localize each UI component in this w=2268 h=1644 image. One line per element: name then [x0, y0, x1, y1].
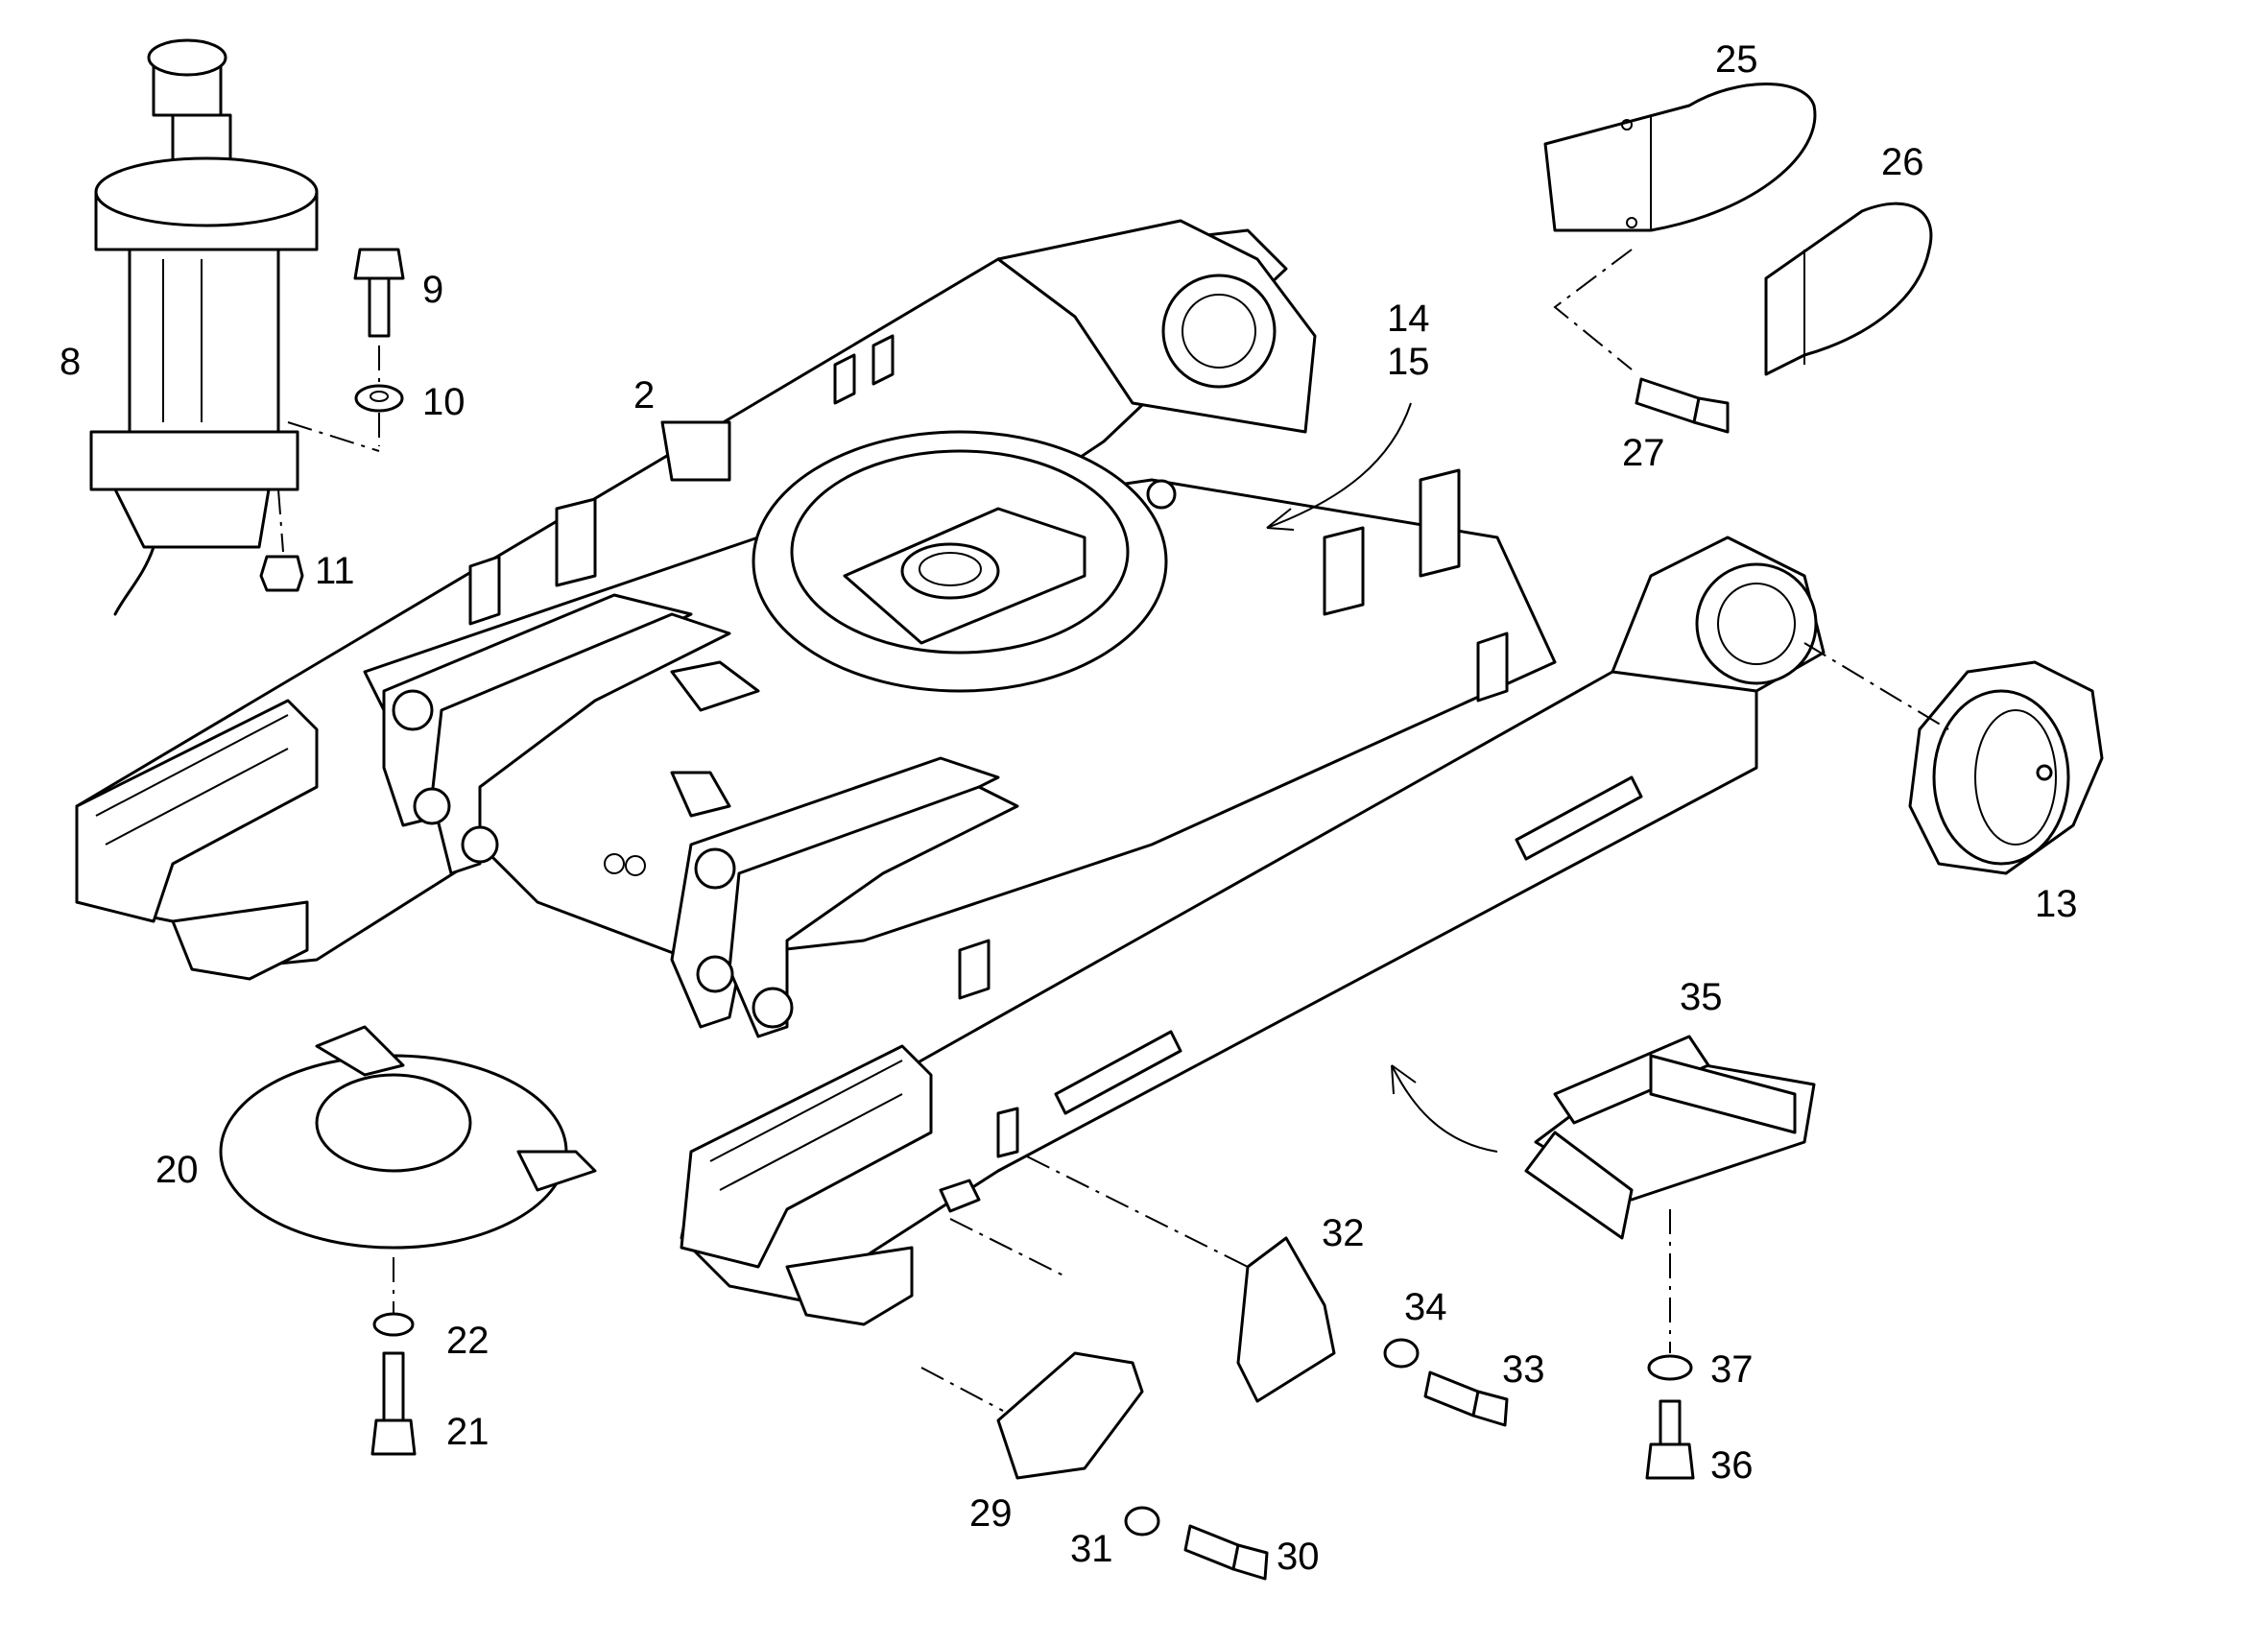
label-part-35: 35	[1680, 976, 1723, 1018]
label-part-22: 22	[446, 1320, 489, 1362]
washer-part-37	[1647, 1354, 1693, 1381]
label-part-34: 34	[1404, 1286, 1447, 1328]
cover-part-26	[1764, 202, 1933, 376]
label-part-8: 8	[60, 341, 81, 383]
label-part-37: 37	[1710, 1348, 1754, 1391]
bolt-part-21	[370, 1351, 417, 1456]
plate-part-32	[1236, 1236, 1336, 1403]
label-part-29: 29	[969, 1492, 1013, 1535]
label-part-26: 26	[1881, 141, 1924, 183]
swivel-joint-part-8	[89, 38, 319, 616]
label-part-11: 11	[315, 550, 355, 592]
arrow-35	[1391, 1064, 1498, 1153]
label-part-36: 36	[1710, 1444, 1754, 1487]
label-part-27: 27	[1622, 432, 1665, 474]
label-part-20: 20	[155, 1149, 199, 1191]
arrow-14-15	[1266, 402, 1412, 529]
label-part-10: 10	[422, 381, 466, 423]
sprocket-part-13	[1908, 660, 2104, 875]
bolt-part-9	[353, 248, 405, 338]
bolt-part-36	[1645, 1399, 1695, 1480]
label-part-14: 14	[1387, 298, 1430, 340]
washer-part-10	[354, 384, 404, 413]
washer-part-31	[1124, 1506, 1160, 1537]
cover-plate-part-20	[219, 1025, 597, 1250]
label-part-15: 15	[1387, 341, 1430, 383]
cover-part-25	[1543, 83, 1817, 232]
bolt-part-33	[1423, 1370, 1509, 1427]
label-part-31: 31	[1070, 1528, 1113, 1570]
nut-part-11	[259, 555, 304, 592]
washer-part-34	[1383, 1338, 1420, 1369]
bolt-part-27	[1635, 377, 1730, 434]
label-part-33: 33	[1502, 1348, 1545, 1391]
label-part-30: 30	[1277, 1536, 1320, 1578]
label-part-2: 2	[633, 374, 655, 417]
label-part-9: 9	[422, 269, 443, 311]
label-part-32: 32	[1322, 1212, 1365, 1254]
cover-part-29	[996, 1351, 1144, 1480]
label-part-13: 13	[2035, 883, 2078, 925]
washer-part-22	[372, 1312, 415, 1337]
label-part-25: 25	[1715, 38, 1758, 81]
track-guide-part-35	[1524, 1035, 1816, 1240]
label-part-21: 21	[446, 1411, 489, 1453]
undercarriage-frame	[75, 219, 1826, 1326]
bolt-part-30	[1183, 1524, 1269, 1581]
